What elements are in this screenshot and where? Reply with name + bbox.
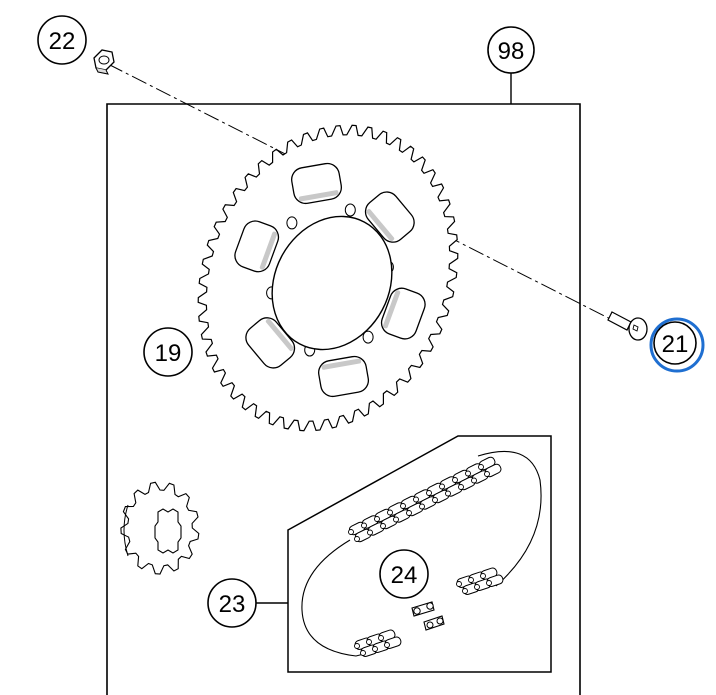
chain-pin — [474, 584, 480, 590]
chain-pin — [471, 477, 477, 484]
callout-22[interactable]: 22 — [37, 15, 87, 65]
chain-segment-bottom — [354, 629, 402, 657]
front-sprocket-icon[interactable] — [120, 481, 200, 575]
svg-text:24: 24 — [391, 562, 418, 589]
kit-box-98 — [106, 103, 581, 695]
sprocket-nut-icon[interactable] — [93, 49, 115, 75]
callout-23[interactable]: 23 — [207, 578, 257, 628]
chain-pin — [384, 642, 390, 648]
lightening-hole-shade — [321, 358, 362, 370]
chain-loop — [301, 450, 542, 657]
callout-98[interactable]: 98 — [487, 26, 535, 74]
chain-pin — [348, 529, 354, 535]
chain-pin — [354, 536, 360, 542]
sprocket-bolt-hole — [362, 330, 374, 344]
callout-19[interactable]: 19 — [143, 327, 193, 377]
rear-sprocket-icon[interactable] — [197, 124, 459, 432]
chain-pin — [419, 503, 425, 510]
sprocket-bolt-hole — [344, 203, 356, 217]
lightening-hole-shade — [382, 290, 401, 329]
callout-24[interactable]: 24 — [379, 549, 429, 599]
chain-pin — [484, 471, 490, 477]
lightening-hole-shade — [366, 208, 395, 242]
chain-master-link-icon[interactable] — [411, 601, 445, 631]
chain-pin — [480, 573, 486, 579]
svg-text:21: 21 — [662, 331, 689, 358]
svg-text:19: 19 — [155, 340, 182, 367]
rear-sprocket-center-hole — [271, 215, 393, 351]
chain-pin — [468, 577, 474, 583]
chain-kit-box — [287, 435, 552, 673]
chain-pin — [445, 490, 451, 497]
chain-pin — [413, 496, 419, 503]
chain-pin — [366, 639, 372, 645]
chain-pin — [465, 470, 471, 477]
chain-pin — [360, 650, 366, 656]
chain-pin — [374, 516, 380, 522]
chain-pin — [456, 581, 462, 587]
chain-pin — [462, 588, 468, 594]
svg-text:98: 98 — [498, 38, 525, 65]
front-sprocket-spline — [154, 508, 182, 554]
chain-pin — [380, 523, 386, 529]
chain-pin — [478, 464, 484, 470]
chain-pin — [458, 484, 464, 490]
bolt-axis-line — [107, 63, 633, 331]
chain-pin — [432, 497, 438, 503]
chain-pin — [400, 503, 406, 509]
chain-pin — [486, 580, 492, 586]
chain-pin — [393, 516, 399, 523]
chain-pin — [426, 490, 432, 496]
sprocket-bolt-icon[interactable] — [607, 311, 648, 341]
chain-pin — [387, 509, 393, 516]
svg-text:22: 22 — [49, 28, 76, 55]
chain-pin — [439, 483, 445, 490]
chain-pin — [406, 510, 412, 516]
chain-pin — [378, 635, 384, 641]
sprocket-bolt-hole — [286, 216, 298, 230]
chain-segment-right — [456, 567, 504, 595]
chain-pin — [452, 477, 458, 483]
lightening-hole-shade — [298, 190, 339, 202]
chain-pin — [361, 522, 367, 529]
callout-21[interactable]: 21 — [649, 317, 705, 373]
chain-pin — [367, 529, 373, 536]
chain-icon[interactable] — [348, 456, 502, 543]
lightening-hole — [364, 191, 415, 243]
chain-pin — [354, 643, 360, 649]
lightening-hole-shade — [265, 318, 294, 351]
svg-text:23: 23 — [219, 591, 246, 618]
front-sprocket-side — [123, 504, 129, 557]
chain-pin — [372, 646, 378, 652]
lightening-hole-shade — [259, 231, 278, 270]
